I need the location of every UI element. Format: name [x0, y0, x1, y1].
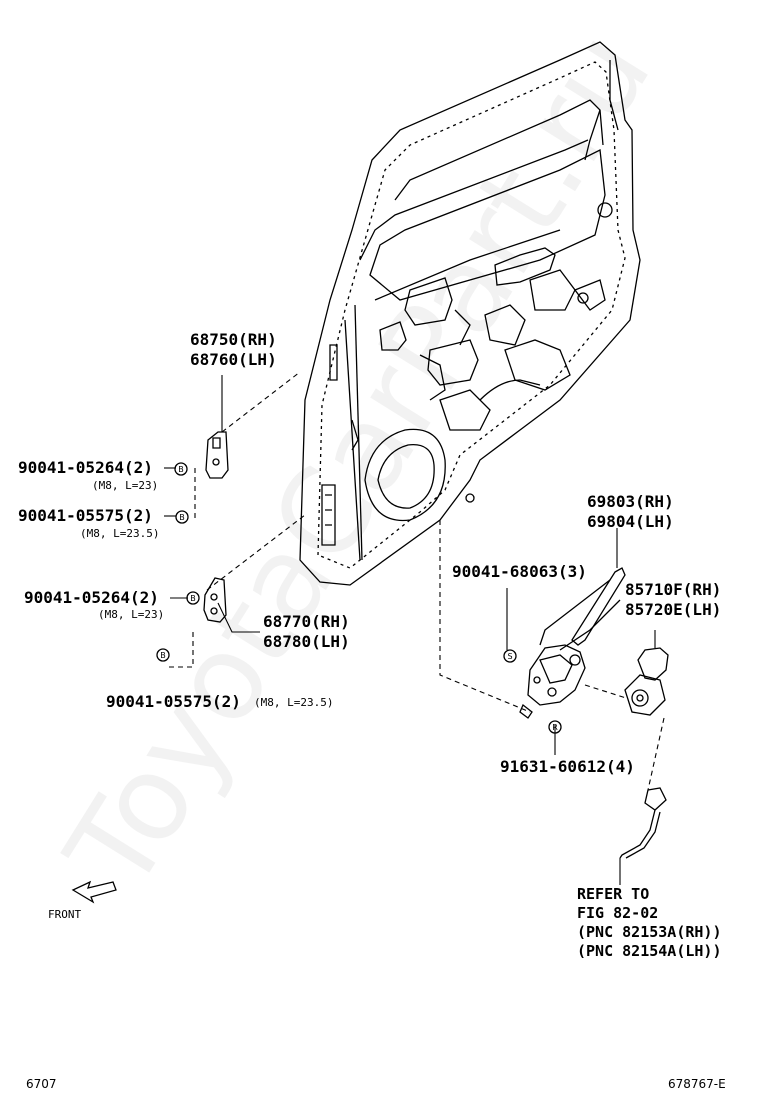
- label-bolt-upper-1-spec: (M8, L=23): [92, 479, 159, 492]
- refer-line-1: REFER TO: [577, 885, 650, 903]
- refer-line-2: FIG 82-02: [577, 904, 659, 922]
- callout-r-text: R: [552, 723, 558, 732]
- wire-harness-part: [619, 787, 667, 859]
- label-regulator-lh: 69804(LH): [587, 512, 674, 531]
- label-hinge-upper-lh: 68760(LH): [190, 350, 277, 369]
- page-id-left: 6707: [26, 1077, 57, 1091]
- label-hinge-lower-lh: 68780(LH): [263, 632, 350, 651]
- label-bolt-upper-1: 90041-05264(2): [18, 458, 153, 477]
- window-motor-part: [624, 647, 669, 716]
- door-panel: [299, 41, 641, 586]
- refer-line-3: (PNC 82153A(RH)): [577, 923, 722, 941]
- solid-leaders: [164, 375, 656, 885]
- label-bolt-upper-2-spec: (M8, L=23.5): [80, 527, 160, 540]
- callout-b-text: B: [179, 513, 185, 522]
- label-motor-rh: 85710F(RH): [625, 580, 722, 599]
- label-bolt-lower-2-spec: (M8, L=23.5): [254, 696, 334, 709]
- label-motor-lh: 85720E(LH): [625, 600, 722, 619]
- callout-s-text: S: [507, 652, 512, 661]
- label-bolt-lower-1-spec: (M8, L=23): [98, 608, 165, 621]
- refer-line-4: (PNC 82154A(LH)): [577, 942, 722, 960]
- lower-hinge-part: [203, 577, 227, 623]
- leader-lines: [169, 371, 665, 791]
- label-nut: 91631-60612(4): [500, 757, 635, 776]
- label-hinge-lower-rh: 68770(RH): [263, 612, 350, 631]
- callout-b-text: B: [178, 465, 184, 474]
- label-hinge-upper-rh: 68750(RH): [190, 330, 277, 349]
- label-bolt-lower-1: 90041-05264(2): [24, 588, 159, 607]
- callout-b-text: B: [190, 594, 196, 603]
- label-bolt-upper-2: 90041-05575(2): [18, 506, 153, 525]
- label-screw: 90041-68063(3): [452, 562, 587, 581]
- upper-hinge-part: [205, 431, 229, 479]
- callout-b-text: B: [160, 651, 166, 660]
- page-id-right: 678767-E: [668, 1077, 726, 1091]
- front-label: FRONT: [48, 908, 82, 921]
- callout-b-icon: [156, 462, 200, 662]
- front-arrow-icon: [71, 880, 117, 904]
- label-regulator-rh: 69803(RH): [587, 492, 674, 511]
- label-bolt-lower-2: 90041-05575(2): [106, 692, 241, 711]
- callout-r-icon: [548, 720, 562, 734]
- callout-s-icon: [503, 649, 517, 663]
- window-regulator-part: [519, 567, 626, 719]
